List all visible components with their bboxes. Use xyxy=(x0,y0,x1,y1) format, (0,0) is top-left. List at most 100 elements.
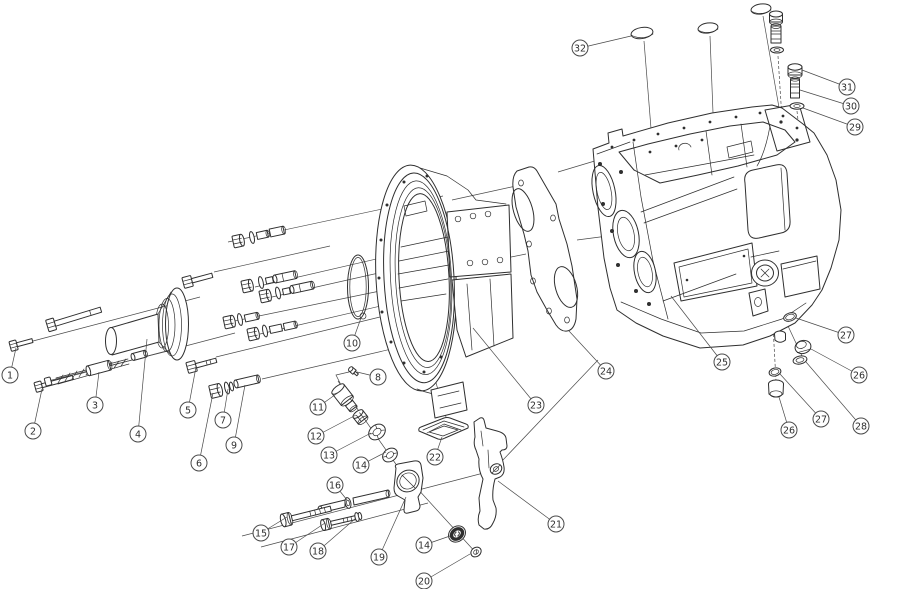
part-breather-left xyxy=(769,10,784,54)
callout-30: 30 xyxy=(799,89,860,115)
fastener-stud-assemblies xyxy=(208,225,315,399)
callout-number: 29 xyxy=(849,122,861,133)
callout-circle xyxy=(280,538,298,556)
callout-19: 19 xyxy=(370,496,407,566)
callout-23: 23 xyxy=(472,327,545,414)
callout-15: 15 xyxy=(252,516,288,542)
callout-10: 10 xyxy=(343,317,362,352)
callout-circle xyxy=(597,362,615,380)
callout-27: 27 xyxy=(795,317,855,344)
callout-number: 11 xyxy=(312,402,324,413)
callout-number: 8 xyxy=(375,372,381,383)
callout-circle xyxy=(320,446,338,464)
part-right-plugs xyxy=(768,312,812,398)
callout-circle xyxy=(326,476,344,494)
callout-7: 7 xyxy=(214,388,232,429)
callout-3: 3 xyxy=(86,371,104,414)
callout-number: 14 xyxy=(355,460,367,471)
callout-29: 29 xyxy=(802,107,864,136)
callout-number: 24 xyxy=(600,366,612,377)
callout-circle xyxy=(415,572,433,589)
callout-number: 28 xyxy=(855,421,867,432)
callout-number: 3 xyxy=(92,400,98,411)
callout-number: 20 xyxy=(418,576,430,587)
callout-circle xyxy=(426,448,444,466)
callout-number: 6 xyxy=(196,458,202,469)
part-snap-ring xyxy=(347,254,369,320)
callout-26: 26 xyxy=(810,348,868,384)
callout-number: 9 xyxy=(231,440,237,451)
callout-number: 17 xyxy=(283,542,295,553)
callout-number: 21 xyxy=(550,519,562,530)
callout-number: 26 xyxy=(853,370,865,381)
callout-circle xyxy=(547,515,565,533)
callout-number: 18 xyxy=(312,546,324,557)
callout-number: 15 xyxy=(255,528,267,539)
callout-22: 22 xyxy=(426,436,444,466)
callout-32: 32 xyxy=(571,35,632,57)
callout-31: 31 xyxy=(801,69,856,96)
callout-number: 12 xyxy=(310,431,322,442)
callout-13: 13 xyxy=(320,432,372,464)
callout-circle xyxy=(214,411,232,429)
callout-5: 5 xyxy=(179,366,197,419)
callout-number: 32 xyxy=(574,43,586,54)
callout-number: 14 xyxy=(418,540,430,551)
callout-number: 1 xyxy=(7,370,13,381)
callout-number: 23 xyxy=(530,400,542,411)
part-bell-housing xyxy=(375,164,514,419)
callout-14: 14 xyxy=(352,451,387,474)
callout-circle xyxy=(309,398,327,416)
callout-circle xyxy=(415,536,433,554)
callout-21: 21 xyxy=(497,480,565,533)
callout-circle xyxy=(571,39,589,57)
callout-4: 4 xyxy=(129,338,148,443)
callout-circle xyxy=(86,396,104,414)
callout-circle xyxy=(838,78,856,96)
callout-circle xyxy=(1,366,19,384)
callout-circle xyxy=(225,436,243,454)
callout-number: 26 xyxy=(783,425,795,436)
callout-circle xyxy=(252,524,270,542)
callout-number: 30 xyxy=(845,101,857,112)
callout-number: 4 xyxy=(135,429,141,440)
part-cover-plate xyxy=(418,417,469,440)
part-shift-fork xyxy=(473,417,508,530)
callout-28: 28 xyxy=(805,361,870,435)
part-breather-right xyxy=(787,63,805,110)
callout-number: 27 xyxy=(840,330,852,341)
callout-circle xyxy=(352,456,370,474)
part-input-sleeve xyxy=(105,287,189,361)
callout-circle xyxy=(179,401,197,419)
callout-circle xyxy=(129,425,147,443)
callout-number: 25 xyxy=(716,357,728,368)
callout-number: 31 xyxy=(841,82,853,93)
callout-circle xyxy=(846,118,864,136)
callout-11: 11 xyxy=(309,391,340,416)
callout-circle xyxy=(307,427,325,445)
callout-number: 7 xyxy=(220,415,226,426)
callout-number: 22 xyxy=(429,452,441,463)
callout-18: 18 xyxy=(309,517,357,560)
fastener-bolts-left xyxy=(8,272,218,393)
part-cup-plugs xyxy=(630,3,772,40)
callout-16: 16 xyxy=(326,476,348,501)
part-main-case xyxy=(591,103,842,349)
callout-circle xyxy=(837,326,855,344)
callout-circle xyxy=(527,396,545,414)
callout-number: 2 xyxy=(30,426,36,437)
callout-25: 25 xyxy=(670,295,731,371)
callout-number: 13 xyxy=(323,450,335,461)
callout-26-2: 26 xyxy=(778,396,798,439)
callout-number: 16 xyxy=(329,480,341,491)
callout-circle xyxy=(343,334,361,352)
callout-9: 9 xyxy=(225,384,246,454)
callout-number: 19 xyxy=(373,552,385,563)
callout-6: 6 xyxy=(190,392,214,472)
callout-24: 24 xyxy=(568,330,615,380)
callout-20: 20 xyxy=(415,553,471,589)
callout-circle xyxy=(370,548,388,566)
callout-circle xyxy=(780,421,798,439)
part-shift-block xyxy=(393,460,424,514)
